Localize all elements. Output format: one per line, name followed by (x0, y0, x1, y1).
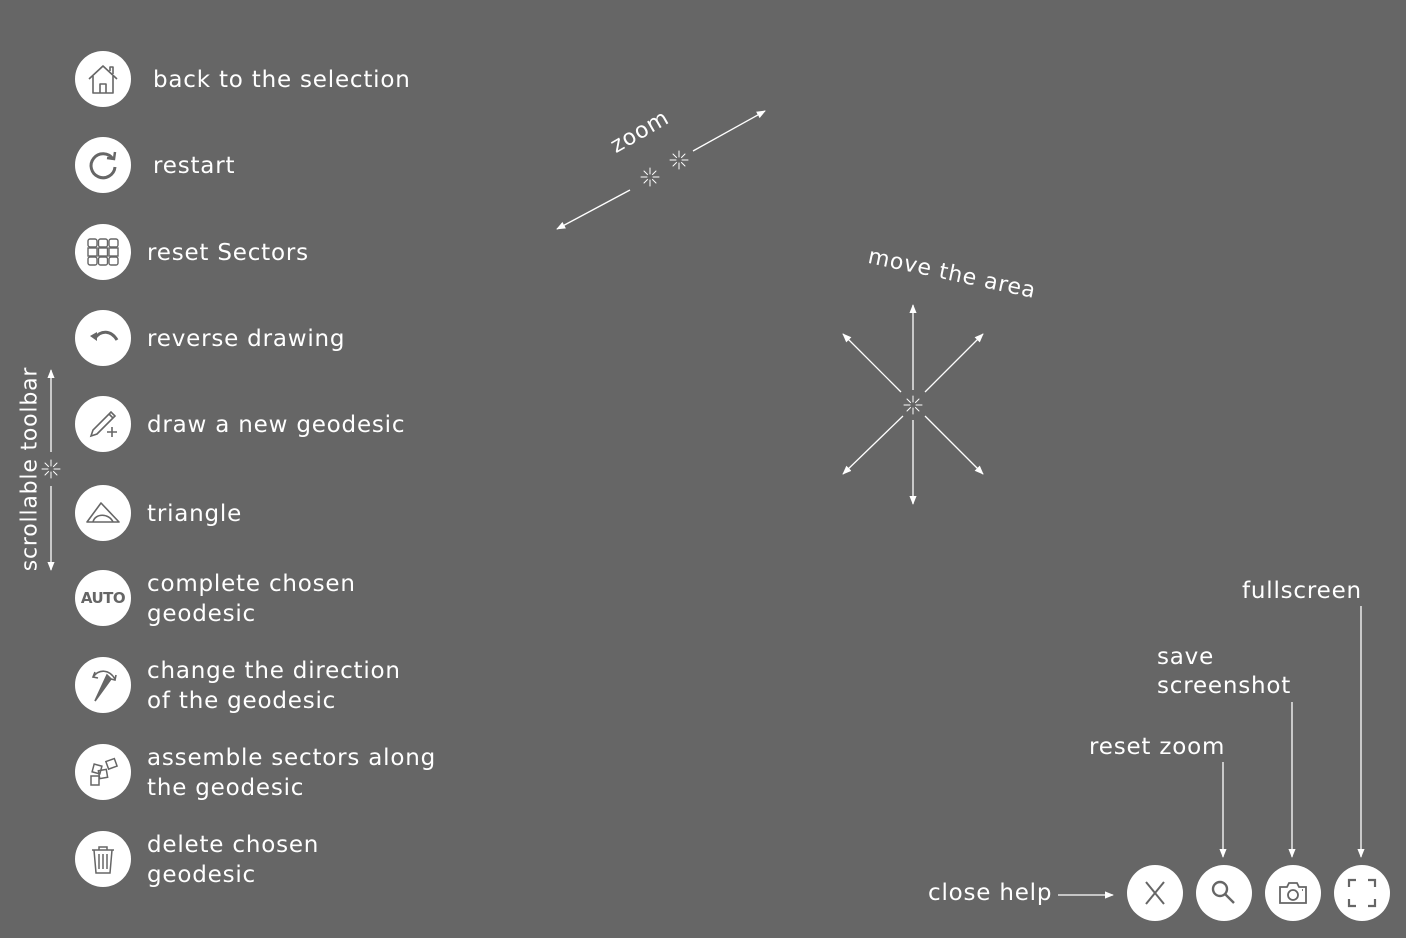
tool-label: back to the selection (153, 67, 411, 93)
tool-label: assemble sectors along the geodesic (147, 745, 437, 801)
tool-reverse-drawing: reverse drawing (75, 310, 455, 368)
move-area-label: move the area (865, 243, 1039, 305)
close-icon (1145, 881, 1165, 905)
draw-geodesic-button[interactable] (75, 396, 131, 452)
tool-label: change the direction of the geodesic (147, 658, 401, 714)
touch-point-icon (640, 167, 660, 187)
tool-delete-geodesic: delete chosen geodesic (75, 831, 455, 889)
reset-sectors-button[interactable] (75, 224, 131, 280)
tool-restart: restart (75, 137, 455, 195)
tool-draw-geodesic: draw a new geodesic (75, 396, 455, 454)
save-screenshot-button[interactable] (1265, 865, 1321, 921)
change-direction-button[interactable] (75, 657, 131, 713)
move-upleft-arrow (842, 333, 902, 393)
touch-point-icon (669, 150, 689, 170)
zoom-in-arrow (692, 110, 766, 152)
zoom-out-arrow (556, 189, 631, 230)
close-help-label: close help (928, 880, 1053, 906)
close-help-button[interactable] (1127, 865, 1183, 921)
tool-label: delete chosen geodesic (147, 832, 320, 888)
tool-label: reverse drawing (147, 326, 346, 352)
save-screenshot-label: save screenshot (1157, 644, 1292, 699)
search-icon (1211, 880, 1235, 904)
reverse-drawing-button[interactable] (75, 310, 131, 366)
tool-label: complete chosen geodesic (147, 571, 356, 627)
triangle-icon (86, 502, 120, 523)
tool-assemble-sectors: assemble sectors along the geodesic (75, 744, 455, 802)
sectors-grid-icon (87, 238, 119, 266)
zoom-label: zoom (606, 105, 674, 159)
restart-icon (89, 151, 117, 180)
tool-label: reset Sectors (147, 240, 309, 266)
camera-icon (1279, 882, 1307, 904)
tool-complete-geodesic: AUTO complete chosen geodesic (75, 570, 455, 628)
touch-point-icon (41, 459, 61, 479)
complete-geodesic-button[interactable]: AUTO (75, 570, 131, 626)
compass-direction-icon (91, 670, 117, 702)
triangle-button[interactable] (75, 485, 131, 541)
tool-reset-sectors: reset Sectors (75, 224, 455, 282)
auto-icon: AUTO (80, 589, 126, 607)
delete-geodesic-button[interactable] (75, 831, 131, 887)
fullscreen-icon (1347, 878, 1377, 908)
tool-label: draw a new geodesic (147, 412, 406, 438)
assemble-sectors-icon (90, 757, 119, 786)
touch-point-icon (903, 395, 923, 415)
tool-back-to-selection: back to the selection (75, 51, 455, 109)
pen-plus-icon (89, 410, 117, 438)
assemble-sectors-button[interactable] (75, 744, 131, 800)
move-upright-arrow (924, 333, 984, 393)
tool-label: restart (153, 153, 236, 179)
restart-button[interactable] (75, 137, 131, 193)
scroll-hint-label: scrollable toolbar (17, 366, 43, 572)
undo-icon (90, 330, 119, 341)
reset-zoom-button[interactable] (1196, 865, 1252, 921)
home-icon (88, 65, 118, 94)
reset-zoom-label: reset zoom (1089, 734, 1226, 760)
move-downleft-arrow (842, 415, 904, 475)
tool-label: triangle (147, 501, 243, 527)
tool-triangle: triangle (75, 485, 455, 543)
fullscreen-button[interactable] (1334, 865, 1390, 921)
trash-icon (92, 846, 114, 874)
fullscreen-label: fullscreen (1242, 578, 1362, 604)
home-button[interactable] (75, 51, 131, 107)
tool-change-direction: change the direction of the geodesic (75, 657, 455, 715)
move-downright-arrow (924, 415, 984, 475)
